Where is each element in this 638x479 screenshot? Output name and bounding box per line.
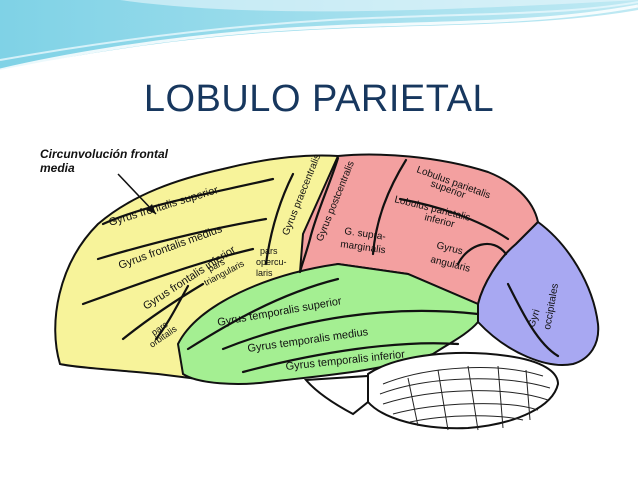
intraparietal-sulcus <box>398 197 510 241</box>
precentral-sulcus <box>264 172 295 266</box>
brain-lobes-diagram: Circunvolución frontal media Gyrus front… <box>40 147 600 431</box>
sulci-lines <box>81 156 560 374</box>
superior-frontal-sulcus <box>101 177 275 226</box>
caption-line2: media <box>40 161 75 175</box>
central-sulcus <box>298 156 340 274</box>
postcentral-sulcus <box>371 158 408 256</box>
brainstem-region <box>303 374 369 416</box>
caption-arrowhead <box>146 204 156 214</box>
slide-title: LOBULO PARIETAL <box>143 78 495 120</box>
sylvian-fissure <box>186 277 340 351</box>
inferior-temporal-sulcus <box>241 342 460 374</box>
label-gyri-occipitales-1: Gyri <box>526 308 542 329</box>
cerebellum-folia <box>379 365 551 431</box>
label-pars-opercularis-2: opercu- <box>256 257 287 267</box>
caption-line1: Circunvolución frontal <box>40 147 169 161</box>
slide-header-swoosh <box>0 0 638 72</box>
label-pars-opercularis-1: pars <box>260 246 278 256</box>
inferior-frontal-sulcus <box>96 217 268 261</box>
occipital-lobe-region <box>477 220 600 366</box>
superior-temporal-sulcus <box>221 309 480 351</box>
label-pars-opercularis-3: laris <box>256 268 273 278</box>
